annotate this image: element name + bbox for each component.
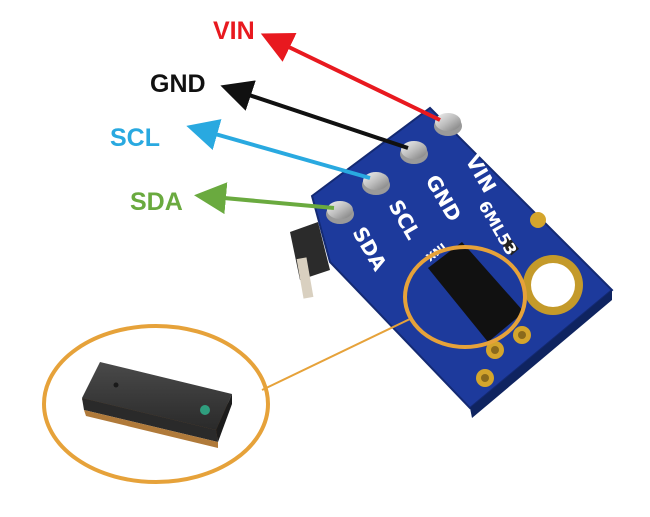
zoom-ellipse: [42, 324, 270, 484]
pin-header: [290, 222, 330, 299]
chip-sensor-window: [200, 405, 210, 415]
chip-highlight-circle: [403, 245, 527, 349]
gold-pad: [530, 212, 546, 228]
sda-arrow: [194, 182, 335, 215]
sensor-chip-onboard: [428, 242, 524, 342]
gnd-arrow: [220, 80, 409, 150]
header-pins: [326, 113, 462, 224]
chip-pin1-dot: [113, 382, 119, 388]
pin-label-sda: SDA: [130, 188, 183, 216]
enlarged-sensor-chip: [82, 362, 232, 448]
scl-arrow: [186, 119, 371, 180]
vin-arrow: [260, 33, 441, 122]
pin-label-gnd: GND: [150, 70, 206, 98]
zoom-connector-line: [261, 317, 413, 391]
pin-label-scl: SCL: [110, 124, 160, 152]
pcb-board: VIN GND SCL SDA 6ML53 XNI: [310, 106, 614, 418]
pin-label-vin: VIN: [213, 17, 255, 45]
